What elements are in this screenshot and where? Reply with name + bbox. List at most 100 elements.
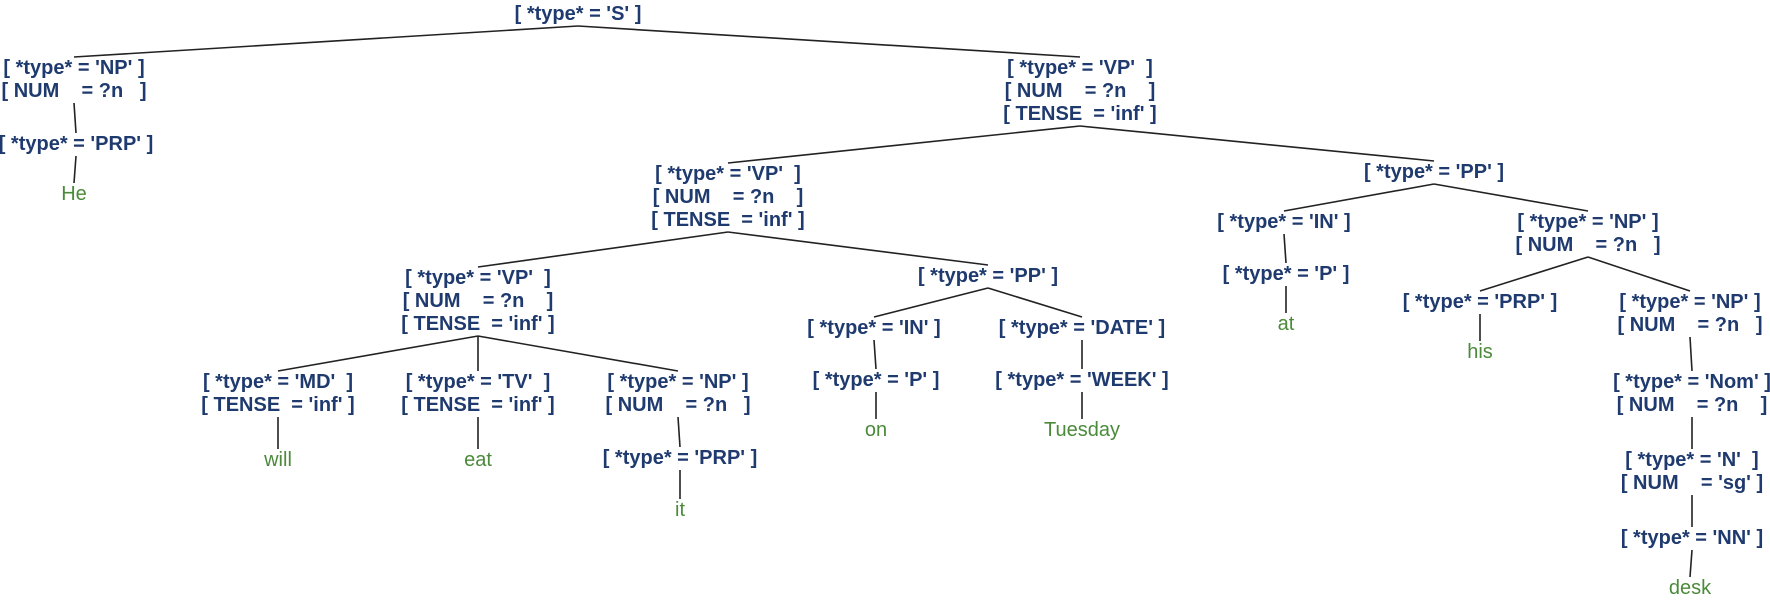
leaf-word: eat bbox=[464, 449, 492, 471]
feature-line: [ NUM = ?n ] bbox=[1516, 234, 1661, 256]
edge-pp2-in1 bbox=[873, 287, 989, 318]
leaf-word-tuesday: Tuesday bbox=[1044, 419, 1120, 441]
leaf-word: Tuesday bbox=[1044, 419, 1120, 441]
edge-pp1-np3 bbox=[1433, 183, 1589, 212]
edge-pp1-in2 bbox=[1283, 183, 1435, 212]
edge-s-vp1 bbox=[577, 25, 1081, 58]
leaf-word: on bbox=[865, 419, 887, 441]
tree-node-p2: [ *type* = 'P' ] bbox=[1223, 263, 1350, 285]
leaf-word-on: on bbox=[865, 419, 887, 441]
tree-node-nn: [ *type* = 'NN' ] bbox=[1621, 527, 1763, 549]
feature-line: [ TENSE = 'inf' ] bbox=[401, 313, 554, 335]
feature-line: [ *type* = 'VP' ] bbox=[1007, 57, 1153, 79]
edge-pp2-date bbox=[987, 287, 1083, 318]
feature-line: [ *type* = 'N' ] bbox=[1625, 449, 1758, 471]
feature-line: [ *type* = 'S' ] bbox=[515, 3, 642, 25]
edge-np2-prp2 bbox=[677, 416, 681, 448]
leaf-word-he: He bbox=[61, 183, 87, 205]
tree-node-date: [ *type* = 'DATE' ] bbox=[999, 317, 1165, 339]
feature-line: [ NUM = ?n ] bbox=[403, 290, 554, 312]
leaf-word-it: it bbox=[675, 499, 685, 521]
tree-node-tv: [ *type* = 'TV' ][ TENSE = 'inf' ] bbox=[401, 371, 554, 416]
leaf-word-at: at bbox=[1278, 313, 1295, 335]
tree-node-p1: [ *type* = 'P' ] bbox=[813, 369, 940, 391]
feature-line: [ *type* = 'PRP' ] bbox=[1403, 291, 1558, 313]
tree-nodes: [ *type* = 'S' ][ *type* = 'NP' ][ NUM =… bbox=[0, 3, 1770, 599]
edge-np4-nom bbox=[1689, 336, 1693, 372]
leaf-word: He bbox=[61, 183, 87, 205]
feature-line: [ *type* = 'NP' ] bbox=[1619, 291, 1760, 313]
tree-node-in2: [ *type* = 'IN' ] bbox=[1217, 211, 1350, 233]
feature-line: [ TENSE = 'inf' ] bbox=[201, 394, 354, 416]
edge-np3-np4 bbox=[1587, 256, 1691, 292]
tree-node-vp1: [ *type* = 'VP' ][ NUM = ?n ][ TENSE = '… bbox=[1003, 57, 1156, 125]
edge-in2-p2 bbox=[1283, 233, 1287, 264]
feature-line: [ *type* = 'DATE' ] bbox=[999, 317, 1165, 339]
tree-node-prp3: [ *type* = 'PRP' ] bbox=[1403, 291, 1558, 313]
leaf-word-his: his bbox=[1467, 341, 1493, 363]
leaf-word-eat: eat bbox=[464, 449, 492, 471]
edge-s-np1 bbox=[73, 25, 579, 58]
leaf-word: will bbox=[263, 449, 292, 471]
tree-node-np4: [ *type* = 'NP' ][ NUM = ?n ] bbox=[1618, 291, 1763, 336]
tree-node-prp2: [ *type* = 'PRP' ] bbox=[603, 447, 758, 469]
feature-line: [ *type* = 'PRP' ] bbox=[603, 447, 758, 469]
leaf-word: at bbox=[1278, 313, 1295, 335]
tree-node-pp2: [ *type* = 'PP' ] bbox=[918, 265, 1058, 287]
feature-line: [ *type* = 'P' ] bbox=[1223, 263, 1350, 285]
feature-line: [ *type* = 'PP' ] bbox=[1364, 161, 1504, 183]
tree-node-np1: [ *type* = 'NP' ][ NUM = ?n ] bbox=[2, 57, 147, 102]
tree-node-in1: [ *type* = 'IN' ] bbox=[807, 317, 940, 339]
edge-np1-prp1 bbox=[73, 102, 77, 134]
leaf-word-desk: desk bbox=[1669, 577, 1712, 599]
feature-line: [ *type* = 'NP' ] bbox=[1517, 211, 1658, 233]
feature-line: [ *type* = 'MD' ] bbox=[203, 371, 353, 393]
edge-np3-prp3 bbox=[1479, 256, 1589, 292]
edge-nn-desk bbox=[1689, 549, 1693, 578]
tree-node-pp1: [ *type* = 'PP' ] bbox=[1364, 161, 1504, 183]
tree-node-np3: [ *type* = 'NP' ][ NUM = ?n ] bbox=[1516, 211, 1661, 256]
feature-line: [ NUM = ?n ] bbox=[1005, 80, 1156, 102]
tree-node-s: [ *type* = 'S' ] bbox=[515, 3, 642, 25]
feature-line: [ NUM = ?n ] bbox=[606, 394, 751, 416]
feature-line: [ NUM = ?n ] bbox=[1618, 314, 1763, 336]
feature-line: [ *type* = 'IN' ] bbox=[807, 317, 940, 339]
feature-line: [ *type* = 'PRP' ] bbox=[0, 133, 153, 155]
feature-line: [ *type* = 'WEEK' ] bbox=[995, 369, 1168, 391]
tree-node-np2: [ *type* = 'NP' ][ NUM = ?n ] bbox=[606, 371, 751, 416]
edge-vp2-pp2 bbox=[727, 231, 989, 266]
feature-line: [ TENSE = 'inf' ] bbox=[1003, 103, 1156, 125]
tree-node-n: [ *type* = 'N' ][ NUM = 'sg' ] bbox=[1621, 449, 1763, 494]
feature-line: [ *type* = 'IN' ] bbox=[1217, 211, 1350, 233]
feature-line: [ *type* = 'VP' ] bbox=[405, 267, 551, 289]
feature-line: [ *type* = 'NN' ] bbox=[1621, 527, 1763, 549]
leaf-word: desk bbox=[1669, 577, 1712, 599]
feature-line: [ NUM = ?n ] bbox=[2, 80, 147, 102]
leaf-word: his bbox=[1467, 341, 1493, 363]
edge-vp3-md bbox=[277, 335, 479, 372]
feature-line: [ *type* = 'PP' ] bbox=[918, 265, 1058, 287]
feature-line: [ *type* = 'TV' ] bbox=[406, 371, 551, 393]
feature-line: [ TENSE = 'inf' ] bbox=[651, 209, 804, 231]
feature-line: [ TENSE = 'inf' ] bbox=[401, 394, 554, 416]
feature-line: [ NUM = ?n ] bbox=[1617, 394, 1768, 416]
edge-prp1-he bbox=[73, 155, 77, 184]
tree-edges bbox=[73, 25, 1693, 578]
edge-in1-p1 bbox=[873, 339, 877, 370]
feature-line: [ *type* = 'P' ] bbox=[813, 369, 940, 391]
feature-line: [ *type* = 'NP' ] bbox=[3, 57, 144, 79]
edge-vp2-vp3 bbox=[477, 231, 729, 268]
leaf-word: it bbox=[675, 499, 685, 521]
edge-vp1-vp2 bbox=[727, 125, 1081, 164]
edge-vp3-np2 bbox=[477, 335, 679, 372]
tree-node-md: [ *type* = 'MD' ][ TENSE = 'inf' ] bbox=[201, 371, 354, 416]
tree-node-nom: [ *type* = 'Nom' ][ NUM = ?n ] bbox=[1613, 371, 1770, 416]
tree-node-vp2: [ *type* = 'VP' ][ NUM = ?n ][ TENSE = '… bbox=[651, 163, 804, 231]
feature-line: [ NUM = 'sg' ] bbox=[1621, 472, 1763, 494]
feature-line: [ NUM = ?n ] bbox=[653, 186, 804, 208]
feature-line: [ *type* = 'NP' ] bbox=[607, 371, 748, 393]
tree-node-vp3: [ *type* = 'VP' ][ NUM = ?n ][ TENSE = '… bbox=[401, 267, 554, 335]
feature-line: [ *type* = 'VP' ] bbox=[655, 163, 801, 185]
leaf-word-will: will bbox=[263, 449, 292, 471]
